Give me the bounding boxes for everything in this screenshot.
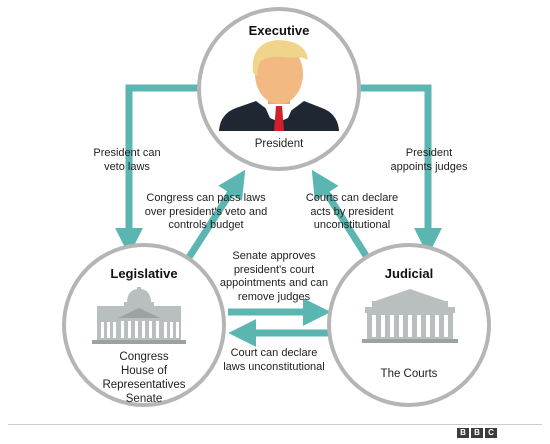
relation-laws-line-2: laws unconstitutional: [223, 360, 325, 373]
relation-veto-line-2: veto laws: [104, 160, 150, 173]
relation-appoints-line-1: President: [405, 147, 453, 159]
relation-senate-line-1: Senate approves: [232, 250, 316, 262]
arrow-judicial-to-executive: [311, 169, 373, 264]
footer-divider: [8, 424, 542, 425]
relation-veto-line-1: President can: [93, 147, 161, 159]
relation-senate: Senate approves president's court appoin…: [214, 250, 334, 304]
legislative-line-3: Representatives: [102, 379, 186, 391]
courthouse-building: [362, 289, 458, 343]
relation-senate-line-4: remove judges: [237, 290, 311, 303]
face: [255, 44, 303, 104]
arrow-legislative-to-executive: [183, 169, 246, 264]
legislative-line-1: Congress: [119, 351, 169, 363]
arrows-group: [115, 84, 442, 347]
executive-title: Executive: [248, 23, 310, 38]
hair: [252, 40, 308, 76]
legislative-title: Legislative: [110, 266, 178, 281]
relation-veto: President can veto laws: [67, 147, 187, 174]
capitol-building: [92, 287, 186, 344]
judicial-title: Judicial: [384, 266, 434, 281]
president-portrait: [219, 40, 339, 131]
relation-appoints: President appoints judges: [369, 147, 489, 174]
bbc-logo-letter-1: B: [457, 428, 469, 438]
arrow-executive-to-legislative: [115, 84, 198, 256]
suit-shape: [219, 101, 339, 131]
relation-laws-line-1: Court can declare: [230, 347, 318, 359]
relation-senate-line-3: appointments and can: [219, 277, 329, 289]
relation-unconstitutional-line-2: acts by president: [310, 205, 394, 218]
relation-override-line-2: over president's veto and: [144, 205, 268, 218]
bbc-logo-letter-3: C: [485, 428, 497, 438]
executive-label: President: [254, 138, 304, 150]
bbc-logo: B B C: [457, 428, 497, 438]
legislative-line-2: House of: [120, 365, 168, 377]
relation-unconstitutional-line-3: unconstitutional: [313, 219, 391, 231]
relation-override-line-1: Congress can pass laws: [146, 192, 266, 204]
relation-override-line-3: controls budget: [168, 219, 244, 231]
relation-unconstitutional-line-1: Courts can declare: [305, 192, 399, 204]
arrow-executive-to-judicial: [360, 84, 442, 256]
legislative-label: Congress House of Representatives Senate: [89, 350, 199, 406]
legislative-line-4: Senate: [125, 393, 163, 405]
relation-senate-line-2: president's court: [233, 263, 315, 276]
tie: [274, 106, 284, 131]
relation-appoints-line-2: appoints judges: [390, 160, 468, 173]
relation-laws: Court can declare laws unconstitutional: [214, 347, 334, 374]
judicial-label: The Courts: [380, 368, 438, 380]
bbc-logo-letter-2: B: [471, 428, 483, 438]
relation-override: Congress can pass laws over president's …: [131, 192, 281, 233]
relation-unconstitutional: Courts can declare acts by president unc…: [287, 192, 417, 233]
